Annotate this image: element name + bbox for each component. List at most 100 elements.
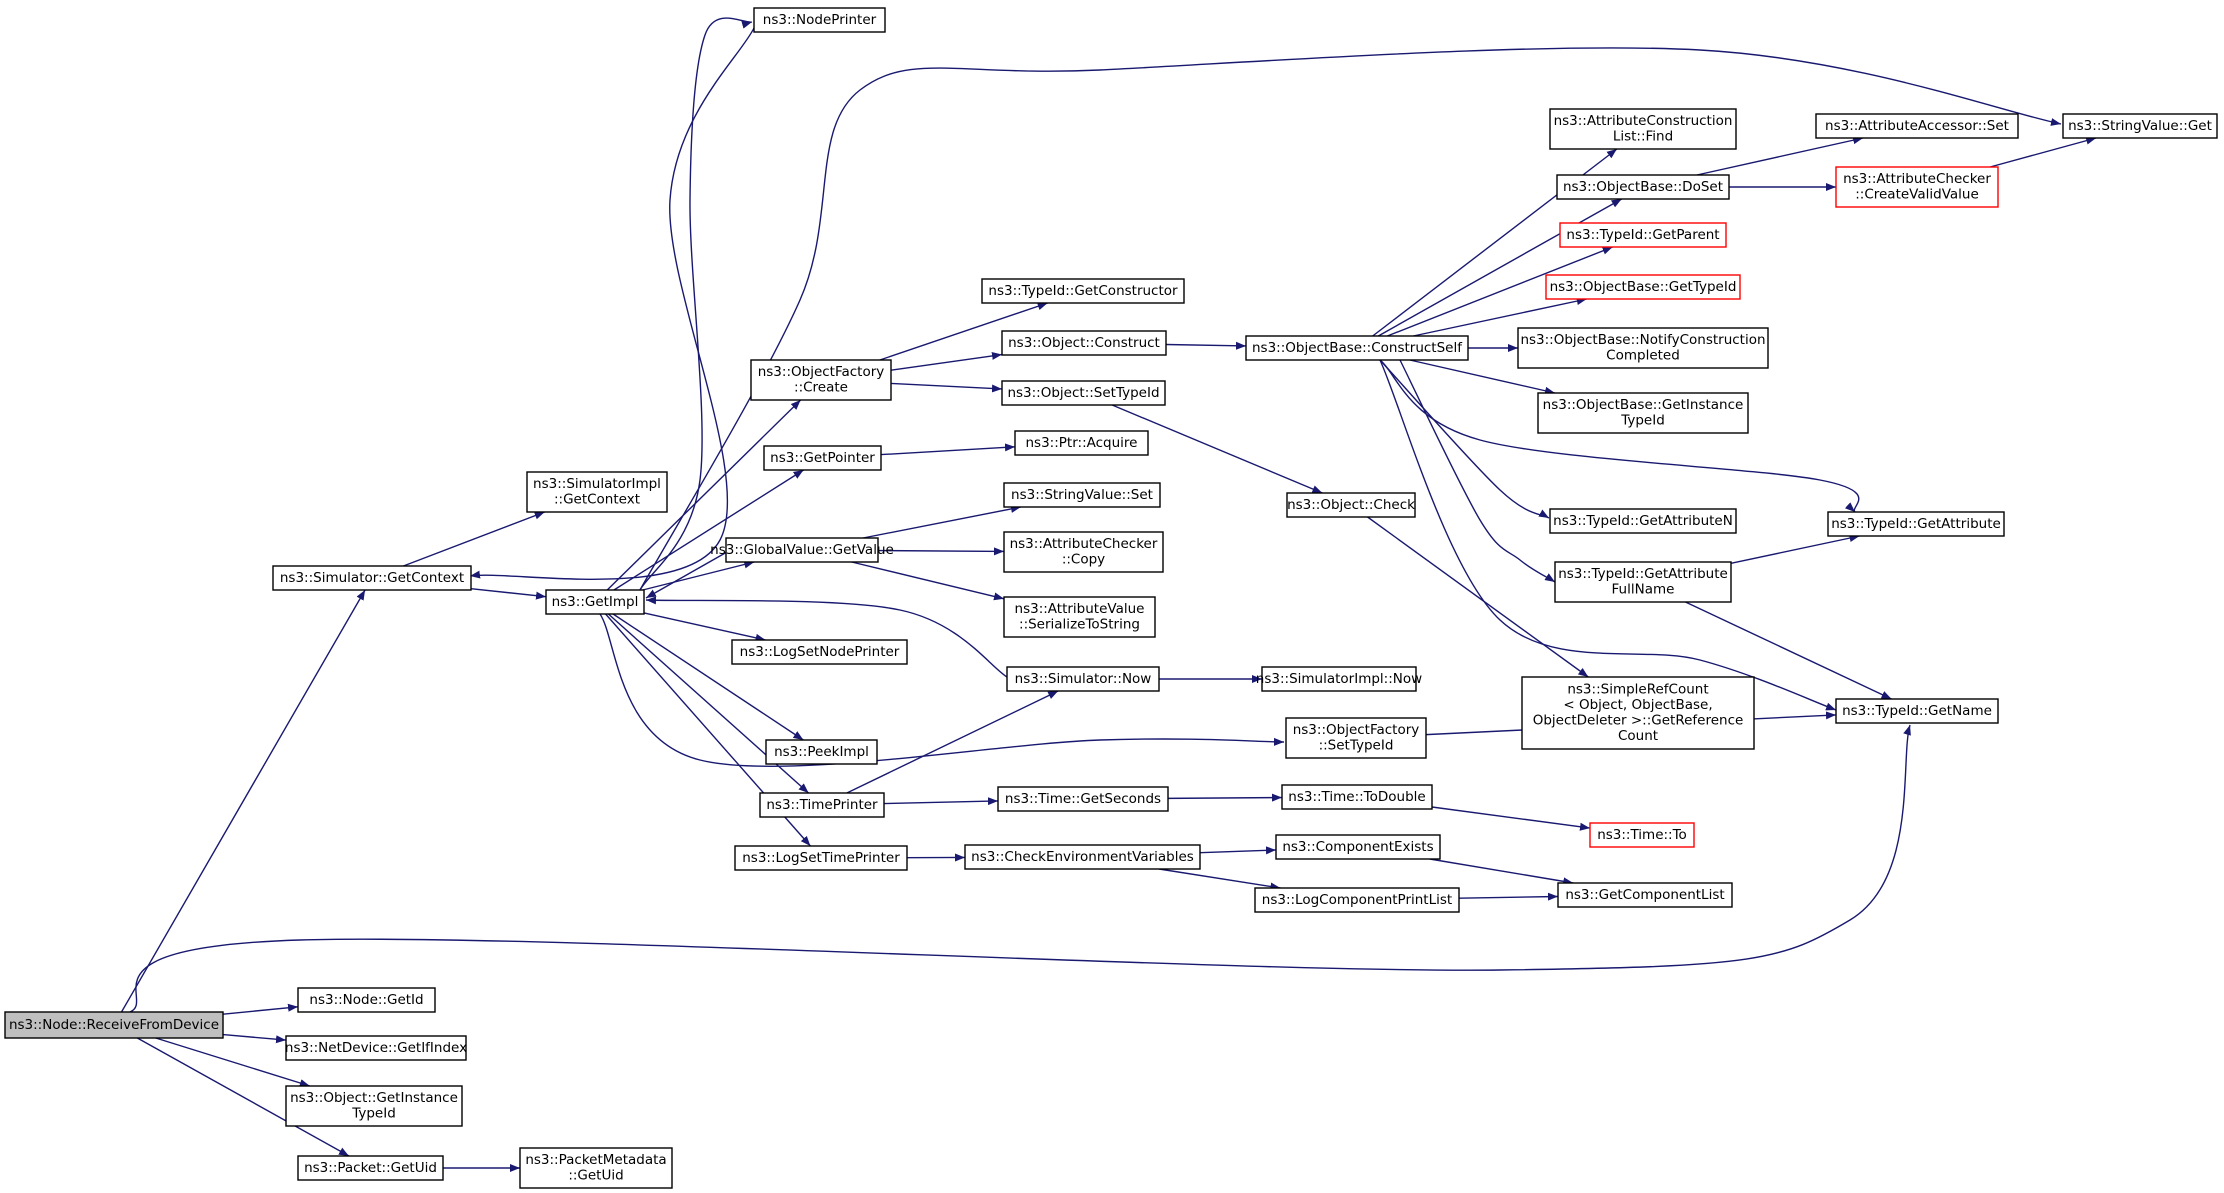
edge-of_create-to-obj_settypeid xyxy=(890,382,1003,393)
node-label: ns3::StringValue::Set xyxy=(1011,487,1153,503)
edge-getimpl-to-gv_getvalue xyxy=(642,560,755,591)
node-label: ns3::ObjectFactory xyxy=(758,364,885,380)
node-timeprinter[interactable]: ns3::TimePrinter xyxy=(759,792,885,818)
node-ptr-acquire[interactable]: ns3::Ptr::Acquire xyxy=(1014,430,1149,456)
node-label: ns3::LogSetNodePrinter xyxy=(740,644,900,660)
node-label: ::SerializeToString xyxy=(1019,617,1140,633)
node-box xyxy=(1815,113,2019,139)
node-typeid-getname[interactable]: ns3::TypeId::GetName xyxy=(1835,698,1999,724)
node-box xyxy=(1014,430,1149,456)
edge-typeid_getattributefullname-to-typeid_getattribute xyxy=(1730,534,1860,564)
node-sv-set[interactable]: ns3::StringValue::Set xyxy=(1003,482,1161,508)
node-getimpl[interactable]: ns3::GetImpl xyxy=(545,589,645,615)
node-label: ns3::AttributeChecker xyxy=(1843,171,1991,187)
node-label: ns3::ObjectBase::GetTypeId xyxy=(1550,279,1737,295)
node-box xyxy=(1001,330,1167,356)
node-ob-notifyconstruction[interactable]: ns3::ObjectBase::NotifyConstructionCompl… xyxy=(1517,327,1769,369)
node-label: ns3::GetPointer xyxy=(770,450,875,466)
node-logsettimeprinter[interactable]: ns3::LogSetTimePrinter xyxy=(734,845,908,871)
node-obj-check[interactable]: ns3::Object::Check xyxy=(1286,492,1416,518)
node-label: ns3::StringValue::Get xyxy=(2068,118,2212,134)
node-label: ::SetTypeId xyxy=(1319,738,1394,754)
node-node-getid[interactable]: ns3::Node::GetId xyxy=(297,987,436,1013)
node-sim-now[interactable]: ns3::Simulator::Now xyxy=(1006,666,1160,692)
node-box xyxy=(1003,596,1156,638)
edge-getimpl-to-of_settypeid xyxy=(599,613,1285,767)
node-simimpl-getcontext[interactable]: ns3::SimulatorImpl::GetContext xyxy=(526,471,668,513)
node-label: ::CreateValidValue xyxy=(1855,187,1979,203)
edge-node_receive-to-node_getid xyxy=(222,1003,299,1015)
node-ac-copy[interactable]: ns3::AttributeChecker::Copy xyxy=(1003,531,1164,573)
node-getpointer[interactable]: ns3::GetPointer xyxy=(763,445,882,471)
node-box xyxy=(1549,108,1737,150)
node-simplerefcount[interactable]: ns3::SimpleRefCount< Object, ObjectBase,… xyxy=(1521,676,1755,750)
node-componentexists[interactable]: ns3::ComponentExists xyxy=(1275,834,1441,860)
node-typeid-getattribute[interactable]: ns3::TypeId::GetAttribute xyxy=(1827,511,2005,537)
node-time-to[interactable]: ns3::Time::To xyxy=(1589,822,1695,848)
node-time-getseconds[interactable]: ns3::Time::GetSeconds xyxy=(997,786,1169,812)
node-of-create[interactable]: ns3::ObjectFactory::Create xyxy=(750,359,892,401)
node-label: ns3::GetComponentList xyxy=(1565,887,1724,903)
edge-timeprinter-to-sim_now xyxy=(846,690,1059,794)
node-box xyxy=(759,792,885,818)
node-checkenv[interactable]: ns3::CheckEnvironmentVariables xyxy=(964,844,1201,870)
node-label: ObjectDeleter >::GetReference xyxy=(1533,713,1744,729)
node-ob-gettypeid[interactable]: ns3::ObjectBase::GetTypeId xyxy=(1545,274,1741,300)
node-logsetnodeprinter[interactable]: ns3::LogSetNodePrinter xyxy=(731,639,908,665)
node-box xyxy=(1275,834,1441,860)
node-typeid-getparent[interactable]: ns3::TypeId::GetParent xyxy=(1559,222,1727,248)
node-box xyxy=(964,844,1201,870)
node-label: ns3::AttributeConstruction xyxy=(1554,113,1733,129)
node-box xyxy=(1537,392,1749,434)
node-av-serialize[interactable]: ns3::AttributeValue::SerializeToString xyxy=(1003,596,1156,638)
node-label: ns3::TypeId::GetAttribute xyxy=(1558,566,1728,582)
edge-getimpl-to-nodeprinter xyxy=(639,17,753,591)
node-box xyxy=(1517,327,1769,369)
edge-getimpl-to-sv_get xyxy=(639,47,2062,591)
node-label: TypeId xyxy=(1620,413,1665,429)
node-box xyxy=(725,537,879,563)
node-typeid-getconstructor[interactable]: ns3::TypeId::GetConstructor xyxy=(981,278,1185,304)
node-simimpl-now[interactable]: ns3::SimulatorImpl::Now xyxy=(1256,666,1422,692)
node-getcomponentlist[interactable]: ns3::GetComponentList xyxy=(1557,882,1733,908)
node-box xyxy=(1245,335,1469,361)
node-packet-getuid[interactable]: ns3::Packet::GetUid xyxy=(297,1155,444,1181)
node-sim-getcontext[interactable]: ns3::Simulator::GetContext xyxy=(272,565,472,591)
node-of-settypeid[interactable]: ns3::ObjectFactory::SetTypeId xyxy=(1285,717,1427,759)
node-label: ns3::Object::Check xyxy=(1287,497,1415,513)
node-nd-getifindex[interactable]: ns3::NetDevice::GetIfIndex xyxy=(285,1035,467,1061)
node-obj-settypeid[interactable]: ns3::Object::SetTypeId xyxy=(1001,380,1166,406)
edge-sim_now-to-getimpl xyxy=(645,596,1008,678)
node-label: ns3::AttributeAccessor::Set xyxy=(1825,118,2009,134)
node-label: ns3::ObjectBase::ConstructSelf xyxy=(1252,340,1463,356)
node-obj-construct[interactable]: ns3::Object::Construct xyxy=(1001,330,1167,356)
node-box xyxy=(1001,380,1166,406)
node-gv-getvalue[interactable]: ns3::GlobalValue::GetValue xyxy=(710,537,894,563)
edge-node_receive-to-sim_getcontext xyxy=(120,589,366,1013)
node-node-receive[interactable]: ns3::Node::ReceiveFromDevice xyxy=(4,1011,224,1039)
node-ob-doset[interactable]: ns3::ObjectBase::DoSet xyxy=(1556,174,1730,200)
node-aa-set[interactable]: ns3::AttributeAccessor::Set xyxy=(1815,113,2019,139)
node-peekimpl[interactable]: ns3::PeekImpl xyxy=(765,739,878,765)
edge-ob_constructself-to-typeid_getattributen xyxy=(1379,359,1550,519)
node-label: ns3::ObjectBase::NotifyConstruction xyxy=(1520,332,1765,348)
edge-gv_getvalue-to-sv_set xyxy=(862,505,1022,539)
node-sv-get[interactable]: ns3::StringValue::Get xyxy=(2062,113,2218,139)
node-logcomponentprintlist[interactable]: ns3::LogComponentPrintList xyxy=(1254,887,1460,913)
node-box xyxy=(1545,274,1741,300)
node-label: ns3::AttributeValue xyxy=(1015,601,1145,617)
node-ob-constructself[interactable]: ns3::ObjectBase::ConstructSelf xyxy=(1245,335,1469,361)
edge-ob_constructself-to-typeid_getparent xyxy=(1387,246,1613,337)
node-label: ns3::AttributeChecker xyxy=(1010,536,1158,552)
node-box xyxy=(1589,822,1695,848)
node-ac-createvalidvalue[interactable]: ns3::AttributeChecker::CreateValidValue xyxy=(1835,166,1999,208)
node-time-todouble[interactable]: ns3::Time::ToDouble xyxy=(1281,784,1433,810)
node-typeid-getattributen[interactable]: ns3::TypeId::GetAttributeN xyxy=(1549,508,1737,534)
node-nodeprinter[interactable]: ns3::NodePrinter xyxy=(753,7,886,33)
node-label: ns3::TypeId::GetAttribute xyxy=(1831,516,2001,532)
node-pm-getuid[interactable]: ns3::PacketMetadata::GetUid xyxy=(519,1147,673,1189)
